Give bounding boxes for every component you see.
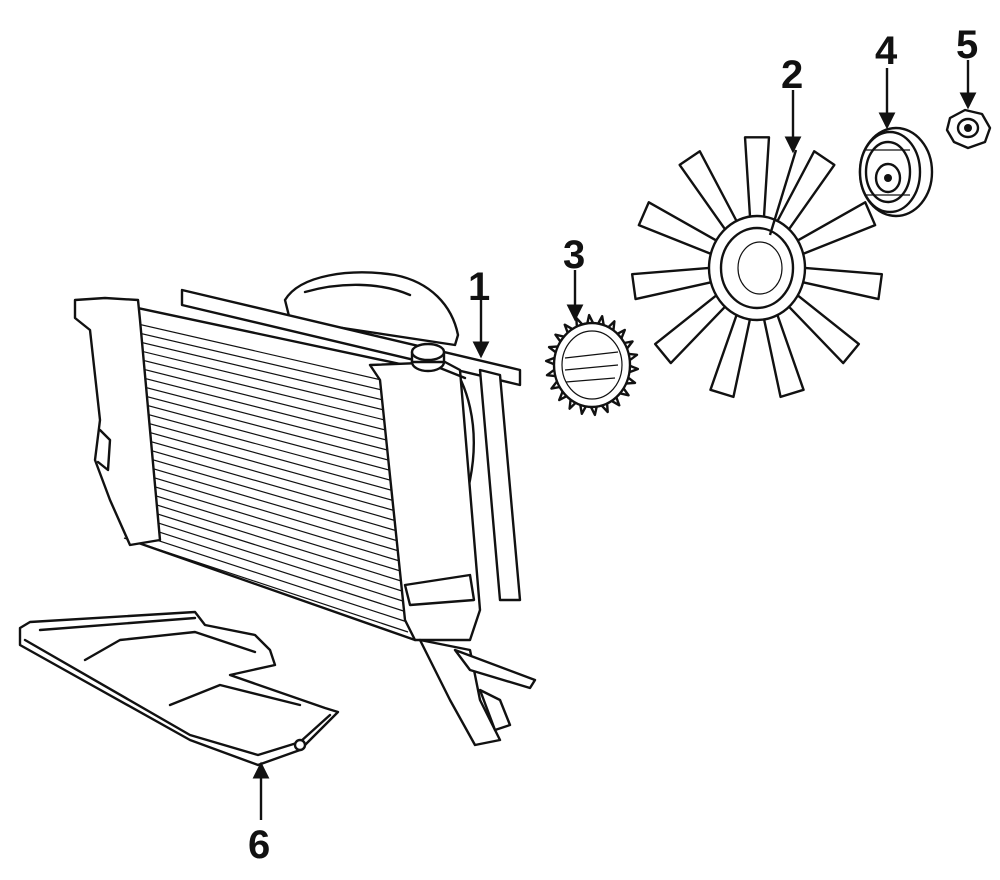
radiator-fin xyxy=(120,475,404,563)
radiator-fin xyxy=(112,326,391,393)
radiator-fin xyxy=(114,370,395,443)
fan-blade-icon[interactable] xyxy=(630,136,884,399)
callout-1: 1 xyxy=(468,265,490,309)
fan-clutch-icon[interactable] xyxy=(544,313,640,417)
radiator-fin xyxy=(116,405,398,483)
callout-3: 3 xyxy=(563,233,585,277)
radiator-fin xyxy=(117,423,399,503)
nut-icon[interactable] xyxy=(945,108,992,150)
radiator-fin xyxy=(117,414,399,493)
radiator-fin xyxy=(115,379,396,453)
splash-shield-icon[interactable] xyxy=(18,610,340,767)
radiator-fin xyxy=(123,528,408,623)
radiator-icon[interactable] xyxy=(73,288,537,747)
radiator-fin xyxy=(123,537,409,633)
radiator-fin xyxy=(122,519,407,613)
radiator-fin xyxy=(116,396,397,473)
radiator-fin xyxy=(115,387,396,463)
radiator-fin xyxy=(113,343,393,413)
callout-4: 4 xyxy=(875,29,898,73)
radiator-fin xyxy=(119,449,401,533)
radiator-fin xyxy=(114,361,394,433)
radiator-fin xyxy=(113,352,394,423)
radiator-fin xyxy=(118,440,401,523)
fan-blade xyxy=(743,136,771,228)
radiator-fin xyxy=(122,511,407,603)
pulley-icon[interactable] xyxy=(858,126,934,218)
radiator-fin xyxy=(121,502,406,593)
callout-6: 6 xyxy=(248,823,270,867)
radiator-fin xyxy=(112,335,392,403)
radiator-fin xyxy=(120,484,404,573)
fan-blade xyxy=(630,266,721,301)
leader-2-tail xyxy=(768,149,798,236)
callout-2: 2 xyxy=(781,53,803,97)
radiator-fin xyxy=(111,317,391,383)
radiator-fin xyxy=(118,431,400,513)
radiator-fin xyxy=(119,467,403,553)
fan-blade xyxy=(793,266,884,301)
callout-5: 5 xyxy=(956,23,978,67)
radiator-fin xyxy=(121,493,405,583)
radiator-fin xyxy=(119,458,402,543)
